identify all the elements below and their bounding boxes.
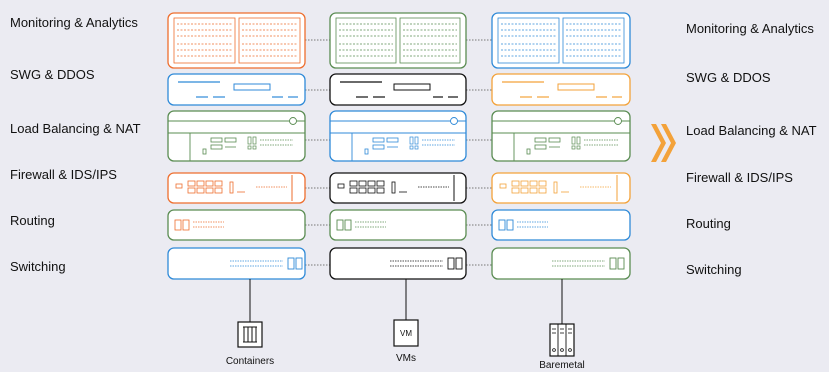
device-switch-baremetal <box>491 247 631 280</box>
label-right-switching: Switching <box>686 262 742 277</box>
device-router-baremetal <box>491 209 631 241</box>
device-load-balancer-containers <box>167 110 306 162</box>
double-chevron-right-icon <box>651 124 676 162</box>
caption-containers: Containers <box>225 356 275 367</box>
container-icon <box>237 321 263 348</box>
device-firewall-baremetal <box>491 172 631 204</box>
device-monitoring-vms <box>329 12 467 69</box>
baremetal-server-icon <box>549 323 575 357</box>
device-load-balancer-baremetal <box>491 110 631 162</box>
caption-baremetal: Baremetal <box>539 360 585 371</box>
column-containers <box>167 12 306 348</box>
vm-icon-text: VM <box>400 329 412 338</box>
label-right-monitoring: Monitoring & Analytics <box>686 21 814 36</box>
device-swg-containers <box>167 73 306 106</box>
label-right-routing: Routing <box>686 216 731 231</box>
label-right-swg-ddos: SWG & DDOS <box>686 70 771 85</box>
caption-vms: VMs <box>396 353 416 364</box>
label-left-load-balancing: Load Balancing & NAT <box>10 121 141 136</box>
device-firewall-vms <box>329 172 467 204</box>
device-firewall-containers <box>167 172 306 204</box>
label-right-load-balancing: Load Balancing & NAT <box>686 123 817 138</box>
label-left-swg-ddos: SWG & DDOS <box>10 67 95 82</box>
device-monitoring-baremetal <box>491 12 631 69</box>
device-switch-vms <box>329 247 467 280</box>
column-baremetal <box>491 12 631 357</box>
column-vms: VM <box>329 12 467 347</box>
device-swg-baremetal <box>491 73 631 106</box>
label-left-routing: Routing <box>10 213 55 228</box>
device-load-balancer-vms <box>329 110 467 162</box>
vm-icon: VM <box>393 319 419 347</box>
label-left-firewall: Firewall & IDS/IPS <box>10 167 117 182</box>
label-right-firewall: Firewall & IDS/IPS <box>686 170 793 185</box>
device-swg-vms <box>329 73 467 106</box>
label-left-switching: Switching <box>10 259 66 274</box>
column-connectors <box>305 39 492 266</box>
label-left-monitoring: Monitoring & Analytics <box>10 15 138 30</box>
device-router-vms <box>329 209 467 241</box>
device-router-containers <box>167 209 306 241</box>
device-monitoring-containers <box>167 12 306 69</box>
device-switch-containers <box>167 247 306 280</box>
